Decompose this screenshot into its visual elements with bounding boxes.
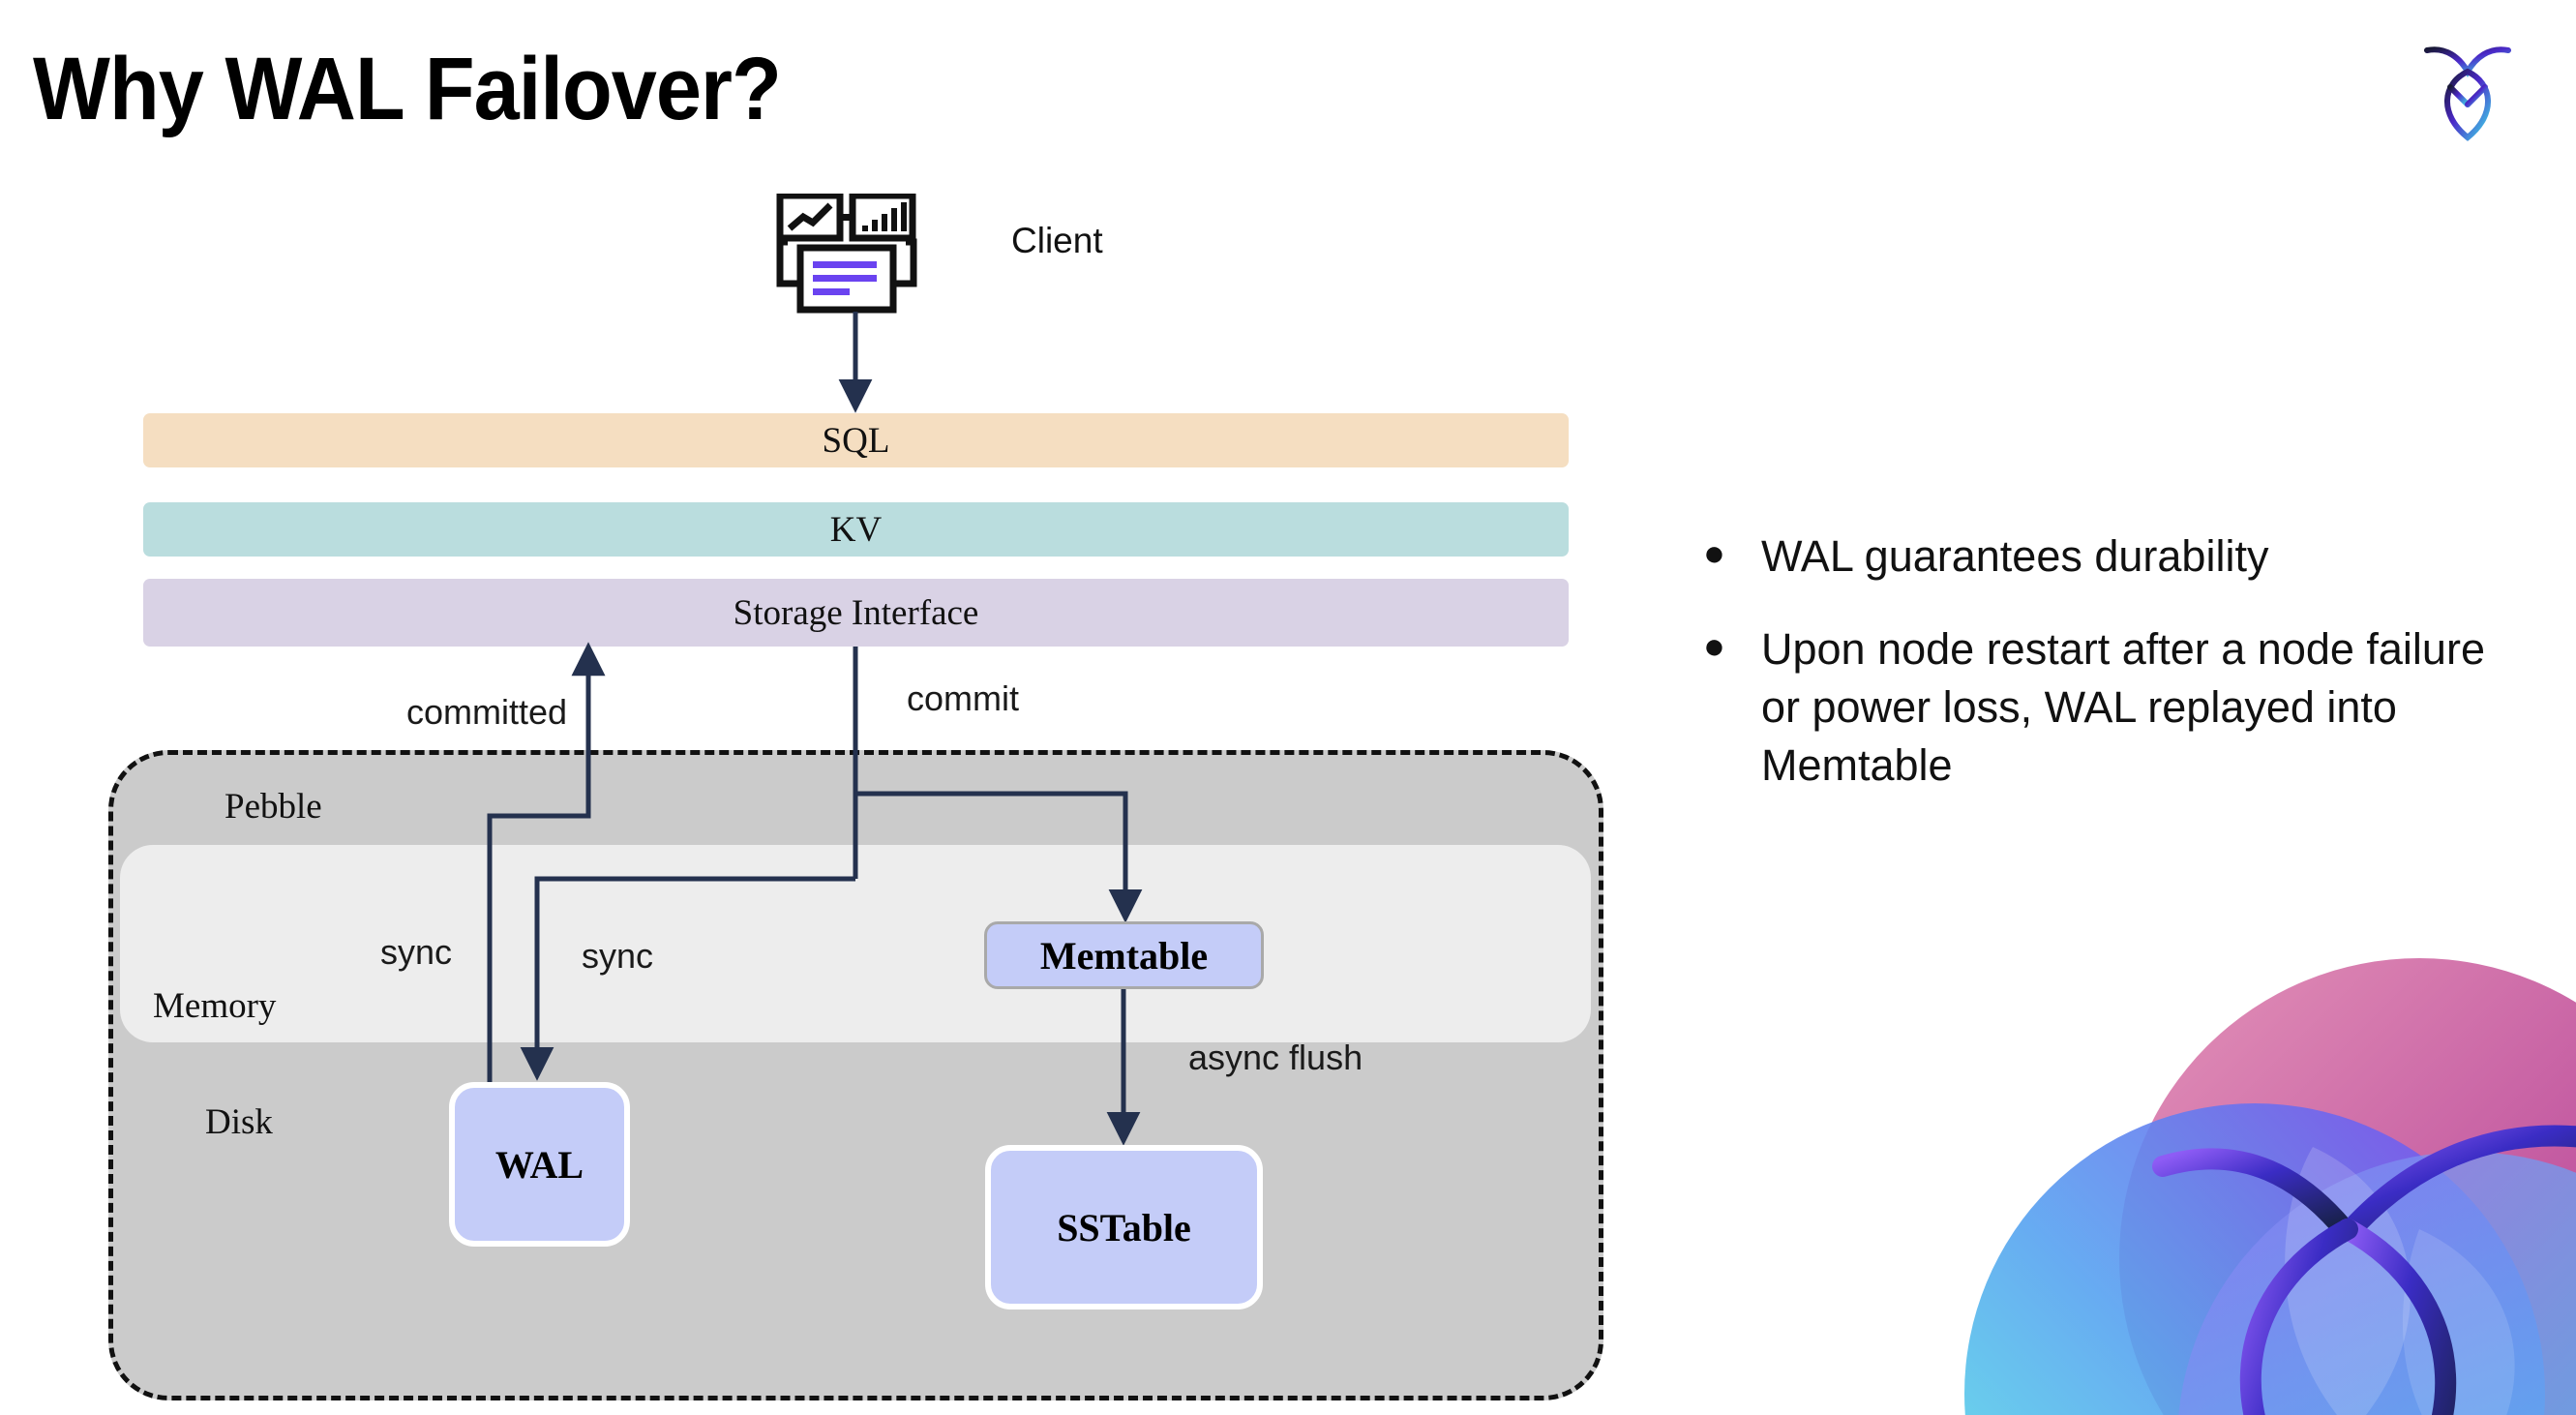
edge-label-committed: committed (406, 692, 568, 732)
pebble-label: Pebble (225, 787, 322, 827)
layer-bar-storage-interface: Storage Interface (143, 579, 1569, 647)
list-item: ● Upon node restart after a node failure… (1703, 620, 2497, 795)
client-label: Client (1011, 221, 1103, 260)
node-memtable-label: Memtable (1039, 933, 1209, 978)
memory-label: Memory (153, 986, 277, 1026)
node-memtable: Memtable (984, 921, 1264, 989)
page-title: Why WAL Failover? (33, 40, 782, 138)
node-sstable-label: SSTable (1057, 1205, 1191, 1249)
disk-label: Disk (205, 1102, 273, 1142)
edge-label-sync-left: sync (380, 932, 453, 972)
bullet-text: Upon node restart after a node failure o… (1761, 623, 2485, 790)
bullet-text: WAL guarantees durability (1761, 531, 2269, 581)
edge-label-sync-right: sync (582, 936, 654, 976)
node-wal: WAL (449, 1082, 630, 1247)
edge-label-async-flush: async flush (1188, 1038, 1363, 1077)
node-wal-label: WAL (494, 1142, 584, 1187)
memory-region (120, 845, 1591, 1042)
bullet-marker-icon: ● (1703, 625, 1725, 667)
layer-bar-kv: KV (143, 502, 1569, 557)
layer-bar-storage-interface-label: Storage Interface (733, 592, 979, 633)
cockroachdb-logo-icon (2417, 37, 2518, 143)
edge-label-commit: commit (907, 678, 1019, 718)
list-item: ● WAL guarantees durability (1703, 527, 2497, 586)
bullet-marker-icon: ● (1703, 533, 1725, 574)
layer-bar-kv-label: KV (829, 509, 883, 550)
node-sstable: SSTable (985, 1145, 1263, 1310)
layer-bar-sql: SQL (143, 413, 1569, 467)
bullet-list: ● WAL guarantees durability ● Upon node … (1703, 527, 2497, 828)
layer-bar-sql-label: SQL (822, 420, 890, 461)
decorative-graphic (1964, 939, 2576, 1415)
client-dashboard-icon (774, 192, 929, 315)
